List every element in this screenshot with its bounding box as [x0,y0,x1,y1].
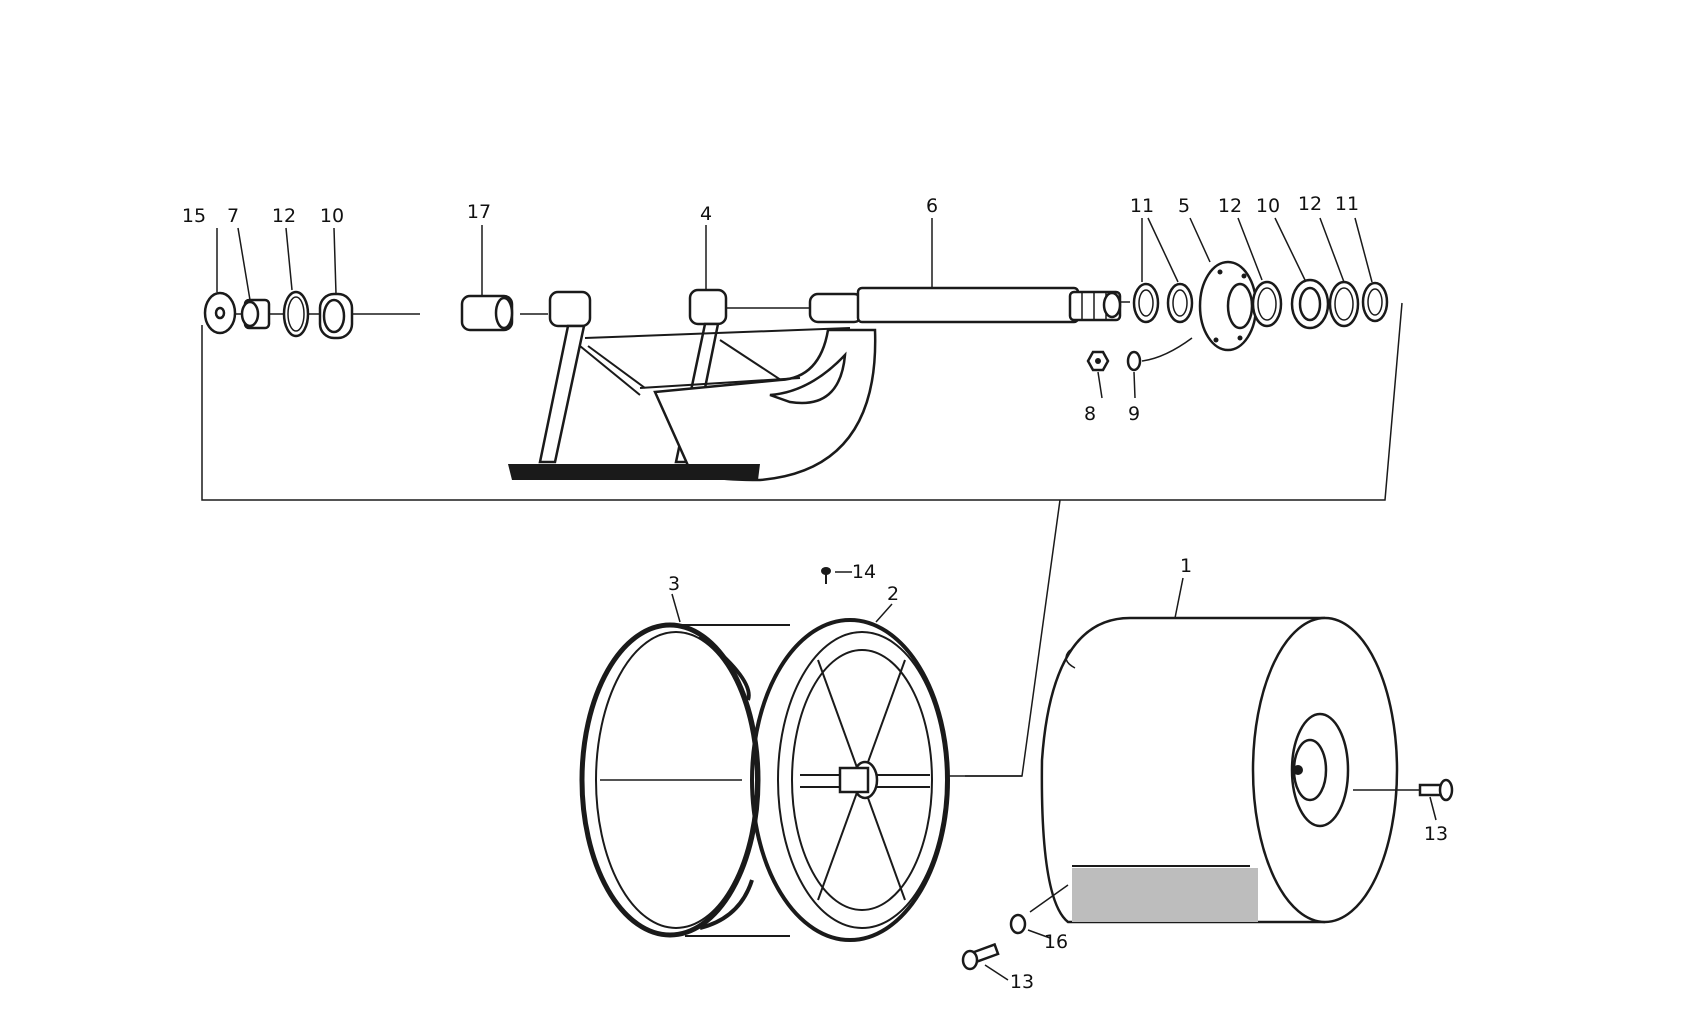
part-4-scraper-frame [508,288,877,482]
callout-15: 15 [182,205,206,227]
callout-11-left: 11 [1130,195,1154,217]
callout-13-right: 13 [1424,823,1448,845]
callout-10-right: 10 [1256,195,1280,217]
part-3-drum-shell [579,622,790,938]
callout-11-right: 11 [1335,193,1359,215]
callout-3: 3 [668,573,680,595]
part-12-ring-right [1328,280,1360,328]
part-7-nut [240,298,271,330]
part-17-bushing [460,294,514,332]
part-12-ring-mid [1251,280,1283,328]
callout-12-left: 12 [272,205,296,227]
callout-9: 9 [1128,403,1140,425]
callout-2: 2 [887,583,899,605]
callout-10-left: 10 [320,205,344,227]
part-9-lock-washer [1126,337,1193,372]
callout-17: 17 [467,201,491,223]
callout-5: 5 [1178,195,1190,217]
part-11-ring-b [1166,282,1194,324]
callout-labels: 15 7 12 10 17 4 6 11 5 12 10 12 11 8 9 1… [182,193,1448,993]
callout-8: 8 [1084,403,1096,425]
callout-12-mid: 12 [1218,195,1242,217]
callout-13-left: 13 [1010,971,1034,993]
callout-1: 1 [1180,555,1192,577]
part-2-drum-wheel [750,618,1022,942]
part-15-washer [203,291,237,335]
callout-4: 4 [700,203,712,225]
part-10-bearing-right [1290,278,1330,330]
part-11-ring-a [1132,282,1160,324]
part-1-roller-drum [1040,616,1420,924]
part-13-bolt-left [961,942,1009,981]
part-11-ring-c [1361,281,1389,323]
part-14-rivet [821,567,852,584]
part-16-washer-small [1009,884,1069,939]
part-10-bearing-left [318,292,354,340]
callout-leader-lines [216,217,1373,623]
part-12-ring-left [282,290,310,338]
part-5-hub-flange [1198,260,1258,352]
callout-16: 16 [1044,931,1068,953]
part-6-shaft [808,286,1122,324]
callout-12-right: 12 [1298,193,1322,215]
part-13-bolt-right [1418,778,1454,821]
callout-7: 7 [227,205,239,227]
callout-6: 6 [926,195,938,217]
part-8-nut-small [1086,350,1110,372]
callout-14: 14 [852,561,876,583]
